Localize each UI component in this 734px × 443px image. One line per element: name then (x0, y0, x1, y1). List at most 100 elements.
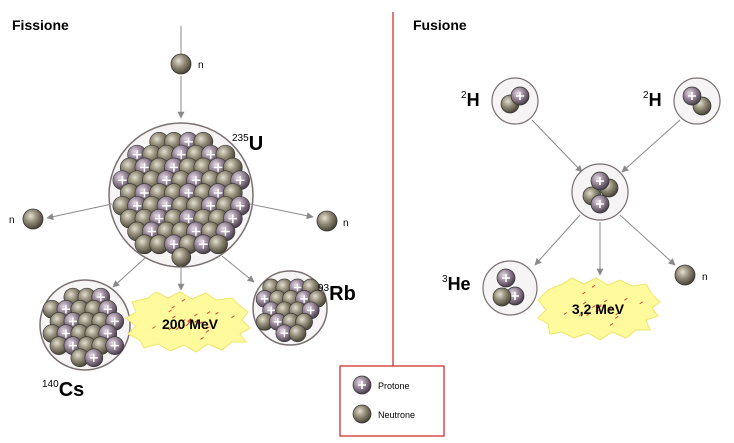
proton-plus-mark (228, 214, 238, 223)
neutron-particle (171, 247, 192, 267)
energy-spark (181, 319, 186, 322)
deuterium-symbol: H (467, 90, 480, 110)
deuterium-mass: 2 (461, 90, 467, 101)
proton-plus-mark (206, 201, 215, 211)
energy-spark (563, 312, 568, 315)
uranium-label: 235U (232, 133, 263, 155)
fission-energy-label: 200 MeV (162, 316, 219, 332)
uranium-nucleus (108, 122, 254, 268)
energy-spark (597, 305, 601, 309)
arrow-to-compound-right (621, 119, 681, 173)
energy-spark (639, 301, 643, 305)
energy-spark (614, 315, 619, 319)
rubidium-mass: 93 (318, 283, 330, 294)
proton-plus-mark (154, 214, 164, 223)
emitted-neutron-right: n (249, 203, 349, 232)
proton-plus-mark (96, 293, 105, 302)
energy-spark (206, 311, 211, 315)
energy-spark (187, 318, 192, 322)
energy-spark (172, 315, 176, 319)
proton-plus-mark (140, 188, 149, 198)
proton-plus-mark (110, 317, 119, 326)
proton-plus-mark (184, 137, 193, 147)
energy-spark (608, 307, 613, 311)
helium-label: 3He (442, 274, 471, 294)
energy-spark (205, 329, 210, 333)
neutron-particle (674, 264, 696, 286)
energy-spark (185, 323, 189, 327)
energy-spark (168, 309, 172, 313)
proton-plus-mark (132, 150, 142, 159)
proton-plus-mark (132, 201, 142, 211)
proton-plus-mark (68, 317, 77, 326)
fusion-energy-label: 3,2 MeV (572, 301, 625, 317)
proton-plus-mark (293, 283, 302, 292)
proton-plus-mark (306, 306, 315, 315)
neutron-label: n (702, 272, 708, 283)
proton-plus-mark (61, 329, 70, 338)
deuterium-left (491, 77, 539, 125)
energy-spark (215, 311, 219, 315)
emitted-neutron-left: n (9, 203, 113, 230)
arrow-to-rubidium (221, 255, 255, 283)
proton-plus-mark (103, 329, 112, 338)
energy-spark (591, 284, 596, 288)
proton-plus-mark (267, 306, 275, 315)
energy-spark (175, 327, 180, 330)
neutron-particle (492, 287, 512, 307)
neutron-label: n (343, 218, 349, 229)
cesium-label: 140Cs (42, 379, 84, 401)
energy-spark (615, 312, 619, 316)
rubidium-nucleus (252, 270, 328, 346)
helium-mass: 3 (442, 274, 448, 285)
proton-particle (590, 171, 610, 191)
proton-plus-mark (103, 305, 112, 314)
fission-energy-burst: 200 MeV (125, 291, 251, 353)
legend-neutron-label: Neutrone (378, 410, 415, 420)
fission-title: Fissione (12, 17, 69, 33)
energy-spark (595, 309, 600, 313)
uranium-mass: 235 (232, 133, 249, 144)
arrow-to-fusion-neutron (619, 214, 676, 266)
proton-plus-mark (184, 214, 193, 223)
proton-particle (510, 86, 530, 106)
proton-plus-mark (68, 341, 77, 350)
proton-plus-mark (61, 305, 70, 314)
energy-spark (231, 315, 235, 319)
proton-plus-mark (213, 163, 223, 172)
fusion-energy-burst: 3,2 MeV (537, 277, 661, 341)
deuterium-right-label: 2H (643, 90, 662, 110)
proton-plus-mark (169, 163, 179, 172)
proton-plus-mark (300, 295, 308, 303)
fusion-neutron: n (674, 264, 708, 286)
energy-spark (581, 291, 586, 295)
proton-plus-mark (169, 240, 179, 249)
proton-plus-mark (191, 227, 201, 236)
rubidium-label: 93Rb (318, 283, 356, 305)
proton-plus-mark (147, 227, 157, 236)
neutron-particle (170, 53, 192, 75)
cesium-symbol: Cs (59, 379, 85, 401)
deuterium-symbol: H (649, 90, 662, 110)
neutron-particle (208, 234, 228, 255)
energy-spark (194, 319, 198, 323)
rubidium-symbol: Rb (329, 283, 356, 305)
legend-box (339, 365, 445, 437)
arrow-to-compound-left (531, 119, 583, 173)
incoming-neutron: n (170, 26, 204, 119)
energy-spark (624, 297, 628, 301)
energy-spark (187, 319, 191, 323)
uranium-symbol: U (249, 133, 263, 155)
neutron-particle (288, 324, 307, 343)
energy-spark (592, 305, 596, 308)
energy-spark (603, 299, 608, 303)
proton-plus-mark (162, 201, 171, 211)
proton-plus-mark (118, 175, 127, 185)
deuterium-right (673, 77, 721, 125)
legend-proton-label: Protone (378, 381, 410, 391)
proton-plus-mark (273, 318, 282, 326)
energy-spark (194, 313, 198, 317)
fusion-title: Fusione (413, 17, 467, 33)
proton-plus-mark (221, 227, 230, 236)
